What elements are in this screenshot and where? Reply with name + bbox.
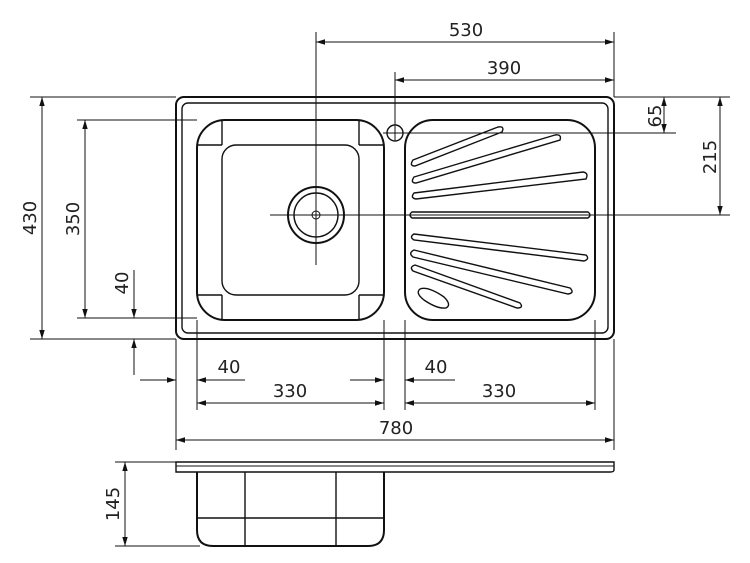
dim-350: 350 bbox=[63, 202, 84, 236]
dim-40-bottom-right: 40 bbox=[425, 357, 448, 378]
dimension-lines bbox=[30, 32, 730, 547]
sink-side-view bbox=[175, 461, 615, 547]
dim-40-bottom-left: 40 bbox=[218, 357, 241, 378]
dim-330-left: 330 bbox=[273, 381, 307, 402]
drainboard-outline bbox=[404, 119, 596, 321]
dim-65: 65 bbox=[645, 105, 666, 128]
dim-390: 390 bbox=[487, 58, 521, 79]
center-lines bbox=[270, 32, 676, 265]
dimension-labels: 530 390 65 215 430 350 40 40 330 40 330 … bbox=[20, 20, 721, 521]
dim-430: 430 bbox=[20, 201, 41, 235]
bowl-inner bbox=[221, 144, 360, 296]
side-rim bbox=[175, 461, 615, 473]
drainboard bbox=[404, 119, 596, 321]
side-bowl bbox=[196, 472, 385, 547]
dim-40-vertical: 40 bbox=[112, 272, 133, 295]
sink-plan-view bbox=[175, 32, 676, 340]
dim-145: 145 bbox=[103, 487, 124, 521]
dim-530: 530 bbox=[449, 20, 483, 41]
bowl bbox=[196, 119, 385, 321]
drainboard-grooves bbox=[409, 126, 591, 309]
dim-215: 215 bbox=[700, 140, 721, 174]
dim-330-right: 330 bbox=[482, 381, 516, 402]
bowl-outer bbox=[196, 119, 385, 321]
dim-780: 780 bbox=[379, 418, 413, 439]
